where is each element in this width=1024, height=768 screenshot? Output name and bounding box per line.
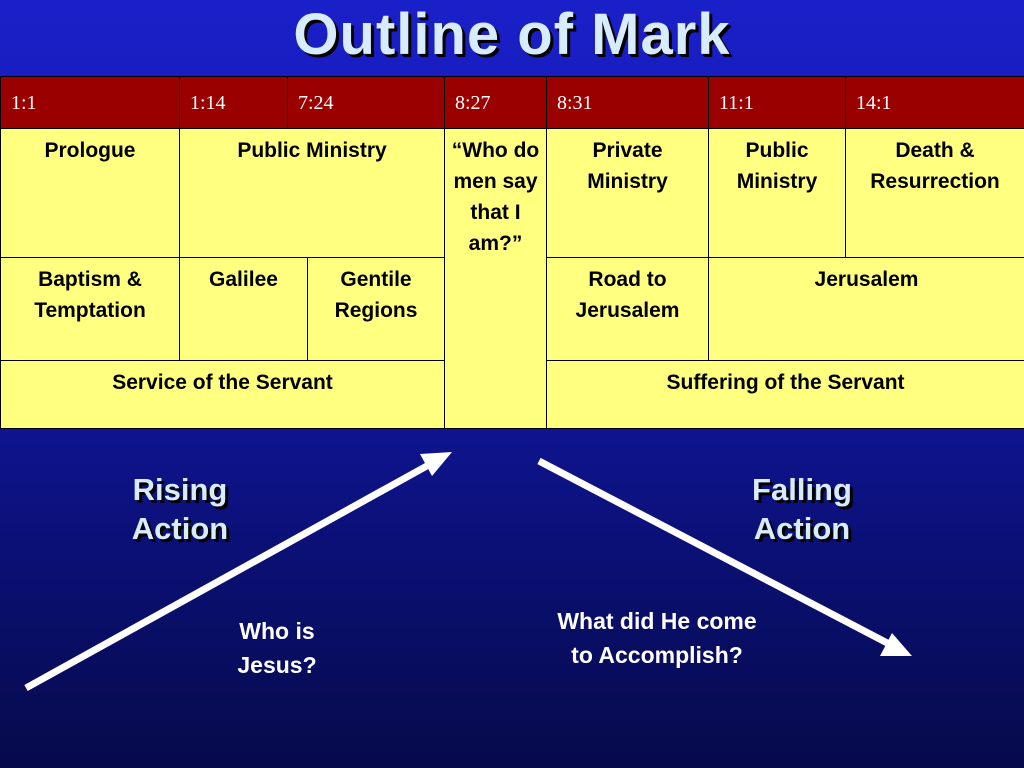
gentile-cell: Gentile Regions xyxy=(307,257,445,361)
private-ministry-cell: Private Ministry xyxy=(546,128,709,258)
ref-cell: 8:31 xyxy=(546,76,709,129)
rising-action-label: Rising Action xyxy=(131,472,229,546)
road-cell: Road to Jerusalem xyxy=(546,257,709,361)
reference-row: 1:1 1:14 7:24 8:27 8:31 11:1 14:1 xyxy=(0,76,1024,129)
theme-row: Service of the Servant Suffering of the … xyxy=(0,360,1024,429)
ref-cell: 7:24 xyxy=(287,76,445,129)
ref-cell: 11:1 xyxy=(708,76,846,129)
service-cell: Service of the Servant xyxy=(0,360,445,429)
jerusalem-cell: Jerusalem xyxy=(708,257,1024,361)
outline-table: 1:1 1:14 7:24 8:27 8:31 11:1 14:1 Prolog… xyxy=(0,76,1024,429)
ref-cell: 1:1 xyxy=(0,76,180,129)
falling-question: What did He come to Accomplish? xyxy=(557,608,757,668)
falling-arrowhead xyxy=(880,633,912,656)
galilee-cell: Galilee xyxy=(179,257,308,361)
rising-question: Who is Jesus? xyxy=(237,618,317,678)
ref-cell: 14:1 xyxy=(845,76,1024,129)
public-ministry-2-cell: Public Ministry xyxy=(708,128,846,258)
rising-arrowhead xyxy=(420,452,452,476)
suffering-cell: Suffering of the Servant xyxy=(546,360,1024,429)
public-ministry-cell: Public Ministry xyxy=(179,128,445,258)
prologue-cell: Prologue xyxy=(0,128,180,258)
falling-action-label: Falling Action xyxy=(752,472,852,546)
ref-cell: 8:27 xyxy=(444,76,547,129)
ref-cell: 1:14 xyxy=(179,76,288,129)
page-title: Outline of Mark xyxy=(293,2,731,67)
baptism-cell: Baptism & Temptation xyxy=(0,257,180,361)
falling-arrow xyxy=(537,457,895,650)
rising-arrow xyxy=(24,458,436,692)
region-row: Baptism & Temptation Galilee Gentile Reg… xyxy=(0,257,1024,361)
